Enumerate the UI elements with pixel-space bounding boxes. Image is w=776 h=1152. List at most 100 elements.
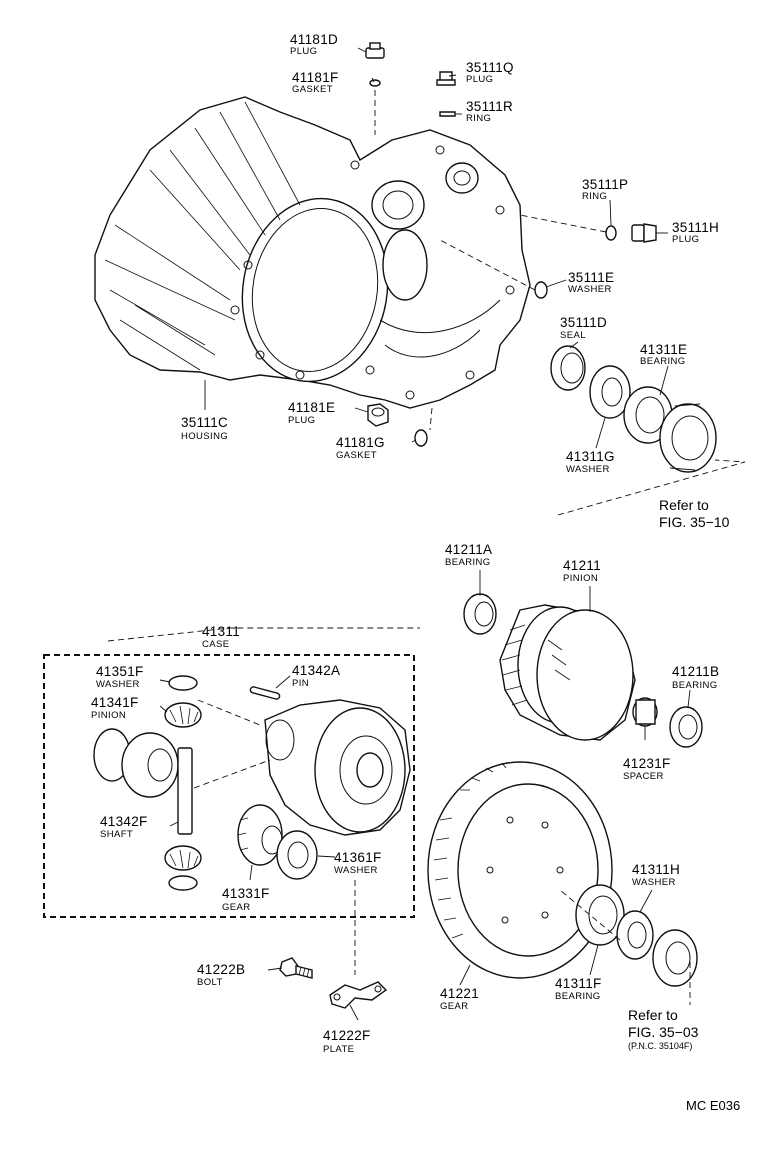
part-number: 41331F	[222, 886, 270, 901]
plug-41181e-shape	[367, 403, 389, 427]
part-number: 41311H	[632, 862, 680, 877]
part-name: PINION	[91, 710, 126, 721]
part-number: 41361F	[334, 850, 382, 865]
label-41342f: 41342F SHAFT	[100, 814, 148, 840]
label-35111q: 35111Q PLUG	[466, 60, 514, 85]
part-name: WASHER	[568, 284, 612, 295]
part-name: RING	[582, 191, 607, 202]
part-number: 41181D	[290, 32, 338, 47]
part-number: 41342F	[100, 814, 148, 829]
spacer-41231f-shape	[632, 697, 658, 727]
part-name: BEARING	[445, 557, 491, 568]
part-number: 41311F	[555, 976, 602, 991]
part-name: GEAR	[440, 1001, 469, 1012]
label-41331f: 41331F GEAR	[222, 886, 270, 913]
part-name: PLUG	[466, 74, 493, 85]
seal-35111d-shape	[550, 345, 586, 391]
gear-41331f-shape	[237, 804, 283, 866]
part-name: CASE	[202, 639, 229, 650]
ring-gear-41221-shape	[427, 761, 613, 979]
part-number: 35111P	[582, 177, 628, 192]
reference-line1: Refer to	[628, 1007, 678, 1023]
part-name: GEAR	[222, 902, 251, 913]
label-41351f: 41351F WASHER	[96, 664, 144, 690]
washer-41351f-lower-shape	[168, 875, 198, 891]
part-name: BOLT	[197, 977, 223, 988]
part-number: 41211B	[672, 664, 719, 679]
part-number: 35111C	[181, 415, 228, 430]
label-35111p: 35111P RING	[582, 177, 628, 202]
part-name: WASHER	[632, 877, 676, 888]
plug-41181d-shape	[365, 42, 385, 59]
label-41181g: 41181G GASKET	[336, 435, 385, 461]
part-name: PLUG	[290, 46, 317, 57]
part-number: 41181F	[292, 70, 339, 85]
reference-fig-35-10: Refer to FIG. 35−10	[659, 497, 730, 530]
label-41211a: 41211A BEARING	[445, 542, 492, 568]
bearing-41211b-shape	[669, 706, 703, 748]
reference-figure: FIG. 35−10	[659, 514, 730, 530]
plug-35111q-shape	[436, 71, 456, 86]
part-number: 41311E	[640, 342, 687, 357]
washer-41311h-shape	[616, 910, 654, 960]
bolt-41222b-shape	[279, 957, 313, 979]
shaft-41342f-shape	[177, 747, 193, 835]
case-group-box	[43, 654, 415, 918]
reference-figure: FIG. 35−03	[628, 1024, 699, 1040]
label-41222f: 41222F PLATE	[323, 1028, 371, 1055]
part-name: PLUG	[672, 234, 699, 245]
reference-pnc: (P.N.C. 35104F)	[628, 1041, 692, 1051]
label-35111d: 35111D SEAL	[560, 315, 607, 341]
ring-35111p-shape	[605, 225, 617, 241]
part-name: WASHER	[96, 679, 140, 690]
part-name: SEAL	[560, 330, 586, 341]
label-41311e: 41311E BEARING	[640, 342, 687, 367]
label-35111e: 35111E WASHER	[568, 270, 614, 295]
label-41222b: 41222B BOLT	[197, 962, 245, 988]
washer-35111e-shape	[534, 281, 548, 299]
part-name: BEARING	[555, 991, 601, 1002]
part-name: HOUSING	[181, 431, 228, 442]
pinion-41341f-upper-shape	[164, 702, 202, 728]
housing-illustration	[94, 96, 531, 409]
part-number: 41351F	[96, 664, 144, 679]
part-number: 41181G	[336, 435, 385, 450]
part-number: 41311G	[566, 449, 615, 464]
reference-line1: Refer to	[659, 497, 709, 513]
washer-41311g-shape	[589, 365, 631, 419]
bearing-right-lower-shape	[652, 929, 698, 987]
label-41311h: 41311H WASHER	[632, 862, 680, 888]
part-name: PLUG	[288, 415, 315, 426]
label-35111h: 35111H PLUG	[672, 220, 719, 245]
gasket-41181f-shape	[369, 79, 381, 87]
label-41311g: 41311G WASHER	[566, 449, 615, 475]
part-number: 35111R	[466, 99, 513, 114]
leader-lines	[107, 47, 746, 1021]
label-41211b: 41211B BEARING	[672, 664, 719, 691]
diagram-code: MC E036	[686, 1098, 740, 1113]
ring-35111r-shape	[439, 111, 456, 117]
part-number: 41211	[563, 558, 601, 573]
part-name: SPACER	[623, 771, 664, 782]
part-name: PIN	[292, 678, 309, 689]
part-number: 41221	[440, 986, 479, 1001]
part-number: 41222F	[323, 1028, 371, 1043]
pin-41342a-shape	[249, 686, 281, 700]
part-number: 41341F	[91, 695, 139, 710]
part-number: 35111E	[568, 270, 614, 285]
label-41231f: 41231F SPACER	[623, 756, 670, 782]
part-number: 41222B	[197, 962, 245, 977]
washer-41351f-upper-shape	[168, 675, 198, 691]
part-name: BEARING	[672, 680, 718, 691]
label-41342a: 41342A PIN	[292, 663, 340, 689]
label-41211: 41211 PINION	[563, 558, 601, 584]
part-number: 41311	[202, 624, 240, 639]
bearing-41311e-shape	[623, 386, 717, 473]
diff-case-41311-shape	[264, 699, 411, 836]
reference-fig-35-03: Refer to FIG. 35−03 (P.N.C. 35104F)	[628, 1007, 699, 1051]
bearing-41211a-shape	[463, 593, 497, 635]
part-number: 41181E	[288, 400, 335, 415]
part-name: SHAFT	[100, 829, 133, 840]
pinion-41211-shape	[499, 604, 636, 741]
label-35111c: 35111C HOUSING	[181, 415, 228, 442]
